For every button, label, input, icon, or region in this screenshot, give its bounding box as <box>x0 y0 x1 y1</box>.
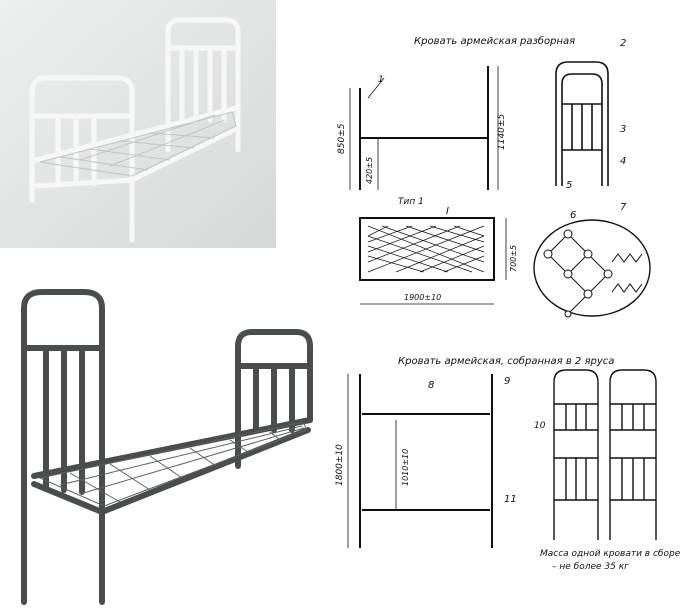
plan-view-mesh <box>359 217 507 305</box>
dim-length: 1900±10 <box>404 293 441 302</box>
dim-height-bunk: 1800±10 <box>335 444 345 486</box>
bottom-drawing-title: Кровать армейская, собранная в 2 яруса <box>398 355 614 367</box>
dim-height-tier: 1010±10 <box>401 449 410 486</box>
white-bed-illustration <box>0 0 276 248</box>
callout-10: 10 <box>534 421 546 431</box>
dim-height-frame: 420±5 <box>365 157 374 184</box>
callout-2: 2 <box>620 38 626 49</box>
callout-4: 4 <box>620 156 626 167</box>
callout-5: 5 <box>566 180 572 191</box>
dim-width: 700±5 <box>509 245 518 272</box>
callout-3: 3 <box>620 124 626 135</box>
side-elevation-view <box>359 66 489 190</box>
callout-8: 8 <box>428 380 434 391</box>
mass-note: Масса одной кровати в сборе – не более 3… <box>540 549 683 572</box>
callout-1: 1 <box>378 75 384 85</box>
detail-label: I <box>446 206 449 217</box>
top-drawing-title: Кровать армейская разборная <box>414 35 575 47</box>
dark-bed-illustration <box>21 289 313 605</box>
callout-9: 9 <box>504 376 510 387</box>
bunk-front-views <box>553 369 657 540</box>
callout-6: 6 <box>570 210 576 221</box>
photo-white-bed <box>0 0 276 248</box>
headboard-front-view <box>555 61 609 186</box>
bunk-side-elevation <box>359 374 493 548</box>
mesh-detail-circle <box>533 219 651 318</box>
dim-height-headboard: 1140±5 <box>497 114 507 150</box>
callout-7: 7 <box>620 202 627 213</box>
callout-11: 11 <box>504 494 517 505</box>
mass-note-line-2: – не более 35 кг <box>552 562 629 572</box>
bed-blueprint: Кровать армейская разборная 850±5 420±5 … <box>335 35 683 572</box>
photo-dark-bed <box>10 280 320 610</box>
mass-note-line: Масса одной кровати в сборе <box>540 549 681 559</box>
technical-drawings: Кровать армейская разборная 850±5 420±5 … <box>330 0 700 614</box>
type-label: Тип 1 <box>398 197 424 207</box>
dim-height-total: 850±5 <box>337 123 347 154</box>
